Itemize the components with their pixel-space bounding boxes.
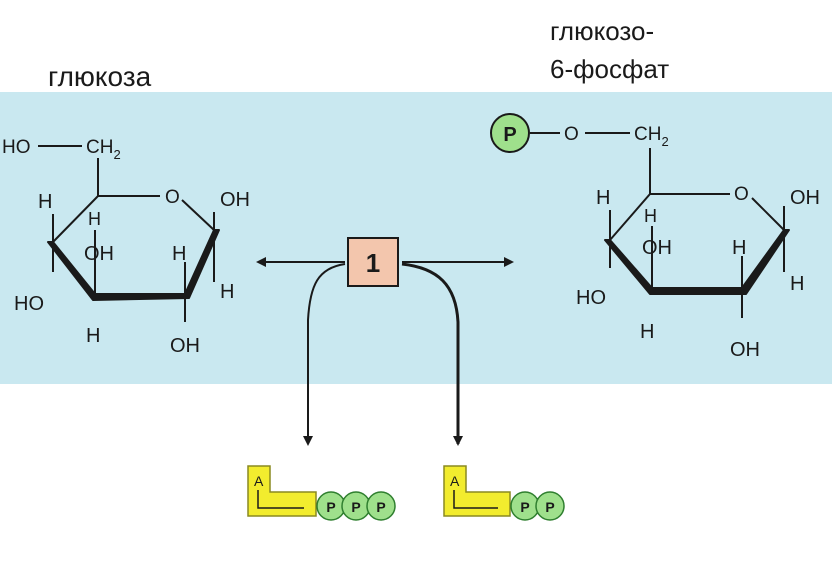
product-o-link: O bbox=[564, 124, 579, 145]
adp-ribose-line bbox=[453, 490, 498, 509]
product-h-c1: H bbox=[790, 273, 804, 295]
atp-phosphate-3-label: P bbox=[376, 499, 385, 515]
product-h-c2: H bbox=[732, 237, 746, 259]
adp-adenosine-shape bbox=[443, 465, 511, 517]
product-oh-c2: OH bbox=[730, 339, 760, 361]
atp-phosphate-3 bbox=[366, 491, 396, 521]
adp-curve-arrow bbox=[401, 262, 463, 446]
enzyme-label: 1 bbox=[366, 248, 380, 278]
glucose-ring-front bbox=[47, 229, 220, 301]
background-band bbox=[0, 92, 832, 384]
product-ring-o: O bbox=[734, 184, 749, 205]
product-title-line1: глюкозо- bbox=[550, 16, 654, 46]
product-ch2-label: CH2 bbox=[634, 124, 669, 149]
glucose-ho-label: HO bbox=[2, 137, 31, 158]
adp-phosphate-2-label: P bbox=[545, 499, 554, 515]
enzyme-box: 1 bbox=[347, 237, 399, 287]
adp-phosphate-2 bbox=[535, 491, 565, 521]
adp-molecule: A P P bbox=[443, 465, 565, 521]
glucose-oh-c2: OH bbox=[170, 335, 200, 357]
product-h-c5: H bbox=[596, 187, 610, 209]
atp-molecule: A P P P bbox=[247, 465, 396, 521]
atp-adenosine-shape bbox=[247, 465, 317, 517]
glucose-ho-c4: HO bbox=[14, 293, 44, 315]
glucose-h-c3: H bbox=[86, 325, 100, 347]
glucose-ring-back bbox=[52, 195, 160, 243]
glucose-ch2-label: CH2 bbox=[86, 137, 121, 162]
product-ring-back bbox=[609, 193, 730, 241]
atp-phosphate-1-label: P bbox=[326, 499, 335, 515]
glucose-6-phosphate-molecule: глюкозо- 6-фосфат P O CH2 O OH H H OH H … bbox=[490, 16, 820, 361]
atp-phosphate-2-label: P bbox=[351, 499, 360, 515]
adp-phosphate-chain: P P bbox=[510, 491, 565, 521]
adp-phosphate-1-label: P bbox=[520, 499, 529, 515]
enzyme-box-shape bbox=[347, 237, 399, 287]
glucose-h-c4-top: H bbox=[88, 209, 101, 229]
atp-phosphate-chain: P P P bbox=[316, 491, 396, 521]
glucose-ring-o: O bbox=[165, 187, 180, 208]
product-h-c3: H bbox=[640, 321, 654, 343]
product-h-c4-top: H bbox=[644, 206, 657, 226]
atp-curve-arrow bbox=[303, 263, 346, 446]
phosphate-label: P bbox=[503, 124, 516, 146]
glucose-oh-c3-in: OH bbox=[84, 243, 114, 265]
glucose-h-c2: H bbox=[172, 243, 186, 265]
reaction-arrows bbox=[256, 257, 514, 446]
product-oh-c3-in: OH bbox=[642, 237, 672, 259]
product-o-c1-bond bbox=[751, 197, 785, 231]
product-oh-c1: OH bbox=[790, 187, 820, 209]
glucose-molecule: глюкоза HO CH2 O OH H H OH H H HO H OH bbox=[2, 61, 250, 357]
glucose-o-c1-bond bbox=[181, 199, 215, 231]
adp-base-label: A bbox=[450, 473, 460, 489]
atp-ribose-line bbox=[257, 490, 304, 509]
atp-base-label: A bbox=[254, 473, 264, 489]
glucose-h-c1: H bbox=[220, 281, 234, 303]
glucose-title: глюкоза bbox=[48, 61, 152, 92]
glucose-h-c5: H bbox=[38, 191, 52, 213]
phosphate-icon bbox=[490, 113, 530, 153]
product-title-line2: 6-фосфат bbox=[550, 54, 669, 84]
glucose-oh-c1: OH bbox=[220, 189, 250, 211]
product-ho-c4: HO bbox=[576, 287, 606, 309]
product-ring-front bbox=[604, 229, 790, 295]
